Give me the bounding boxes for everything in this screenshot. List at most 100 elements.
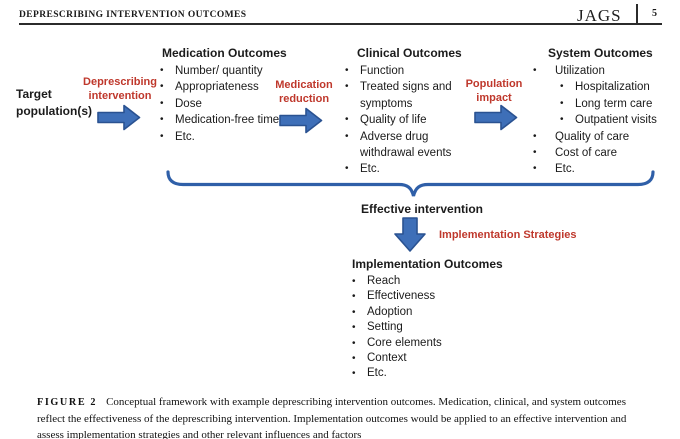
list-item: • Utilization <box>531 63 662 79</box>
header-rule <box>19 23 662 25</box>
bullet-icon: • <box>345 163 349 175</box>
bullet-icon: • <box>352 368 356 380</box>
running-head: DEPRESCRIBING INTERVENTION OUTCOMES <box>19 10 247 20</box>
list-item-text: Etc. <box>367 367 387 380</box>
medication-outcomes-column: Medication Outcomes • Number/ quantity • Ap… <box>158 46 287 145</box>
bullet-icon: • <box>533 147 537 159</box>
bullet-icon: • <box>533 130 537 142</box>
clinical-outcomes-column: Clinical Outcomes • Function •Treated sign… <box>343 46 481 178</box>
deprescribing-intervention-label: Deprescribing intervention <box>83 76 157 102</box>
curly-brace <box>166 170 655 197</box>
header-divider <box>636 4 638 24</box>
bullet-icon: • <box>352 291 356 303</box>
column-title: System Outcomes <box>548 46 653 60</box>
list-item: • Etc. <box>531 161 662 177</box>
list-item-text: Etc. <box>175 130 195 143</box>
list-item: • Quality of care <box>531 129 662 145</box>
list-item: •Treated signs and symptoms <box>343 79 481 112</box>
list-item-text: Cost of care <box>555 147 617 160</box>
list-item-text: Reach <box>367 275 401 287</box>
list-item: • Reach <box>350 274 520 289</box>
list-item: • Appropriateness <box>158 79 284 95</box>
bullet-icon: • <box>352 306 356 318</box>
medication-reduction-label: Medication reduction <box>275 79 333 105</box>
list-item: • Etc. <box>343 161 481 177</box>
figure-caption-label: FIGURE 2 <box>37 397 98 408</box>
list-item: • Cost of care <box>531 145 662 161</box>
figure-caption-text: Conceptual framework with example depres… <box>37 396 627 439</box>
column-title: Clinical Outcomes <box>357 46 462 60</box>
population-impact-label: Population impact <box>465 78 523 104</box>
list-item-text: Hospitalization <box>575 81 650 94</box>
implementation-strategies-label: Implementation Strategies <box>439 229 577 241</box>
list-item: • Adverse drug withdrawal events <box>343 129 481 162</box>
list-item: • Number/ quantity <box>158 63 284 79</box>
list-item-text: Effectiveness <box>367 290 436 303</box>
bullet-icon: • <box>352 353 356 365</box>
journal-name: JAGS <box>577 6 622 25</box>
bullet-icon: • <box>345 65 349 76</box>
list-item-text: Etc. <box>360 163 380 176</box>
right-arrow-icon <box>474 104 518 131</box>
bullet-list: • Number/ quantity • Appropriateness • Dose • M… <box>158 63 284 145</box>
right-arrow-icon <box>279 107 323 134</box>
bullet-icon: • <box>160 81 164 93</box>
system-outcomes-column: System Outcomes • Utilization • Hospitaliza… <box>531 46 662 178</box>
bullet-list: •Reach•Effectiveness•Adoption•Setting•Co… <box>350 274 520 382</box>
bullet-icon: • <box>560 97 564 109</box>
bullet-icon: • <box>560 81 564 93</box>
list-item: • Quality of life <box>343 112 481 128</box>
list-item-text: Quality of care <box>555 130 630 143</box>
bullet-icon: • <box>345 81 349 93</box>
list-item: • Setting <box>350 320 520 335</box>
list-item: • Function <box>343 63 481 79</box>
list-item: • Hospitalization <box>531 79 662 95</box>
down-arrow-icon <box>394 217 426 252</box>
list-item-text: Medication-free time <box>175 114 280 127</box>
bullet-icon: • <box>160 114 164 126</box>
page-number: 5 <box>652 8 657 19</box>
list-item-text: Quality of life <box>360 114 427 127</box>
list-item-text: Adoption <box>367 305 413 318</box>
list-item-text: Etc. <box>555 163 575 176</box>
bullet-icon: • <box>160 97 164 109</box>
implementation-outcomes-column: Implementation Outcomes • Reach • Effective… <box>350 257 520 382</box>
list-item: • Outpatient visits <box>531 112 662 128</box>
bullet-icon: • <box>160 130 164 142</box>
bullet-list: •Function•Treated signs and symptoms•Qua… <box>343 63 481 178</box>
list-item: • Etc. <box>158 129 284 145</box>
column-title: Implementation Outcomes <box>352 257 503 271</box>
effective-intervention-label: Effective intervention <box>360 202 484 216</box>
bullet-icon: • <box>533 65 537 76</box>
list-item-text: Long term care <box>575 97 653 110</box>
bullet-icon: • <box>345 114 349 126</box>
bullet-icon: • <box>560 114 564 126</box>
target-population-label: Target population(s) <box>16 87 92 118</box>
list-item: • Medication-free time <box>158 112 284 128</box>
list-item-text: Number/ quantity <box>175 65 263 77</box>
bullet-list: • Utilization • Hospitalization • Long term c… <box>531 63 662 178</box>
bullet-icon: • <box>345 130 349 142</box>
list-item-text: Outpatient visits <box>575 114 657 127</box>
bullet-icon: • <box>352 337 356 349</box>
list-item-text: Function <box>360 65 405 77</box>
list-item-text: Core elements <box>367 336 442 349</box>
list-item: • Core elements <box>350 336 520 351</box>
list-item: •Context <box>350 351 520 366</box>
list-item: • Long term care <box>531 96 662 112</box>
list-item: • Etc. <box>350 366 520 381</box>
bullet-icon: • <box>160 65 164 76</box>
list-item-text: Appropriateness <box>175 81 259 94</box>
bullet-icon: • <box>352 322 356 334</box>
list-item-text: Setting <box>367 321 403 334</box>
list-item: • Dose <box>158 96 284 112</box>
bullet-icon: • <box>533 163 537 175</box>
list-item-text: Utilization <box>555 65 605 77</box>
list-item-text: Dose <box>175 97 202 110</box>
column-title: Medication Outcomes <box>162 46 287 60</box>
right-arrow-icon <box>97 104 141 131</box>
list-item-text: Adverse drug withdrawal events <box>360 130 452 160</box>
bullet-icon: • <box>352 276 356 287</box>
